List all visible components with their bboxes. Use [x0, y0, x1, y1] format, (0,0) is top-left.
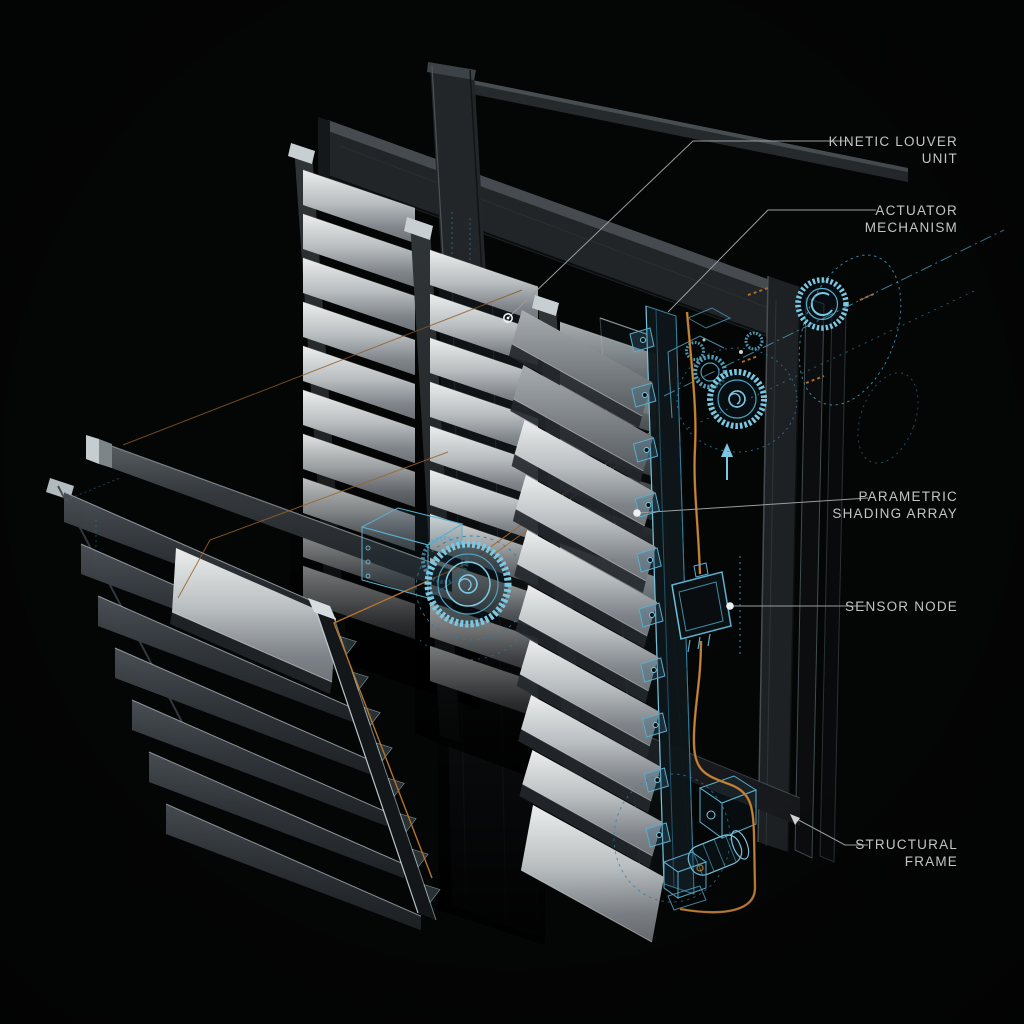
- label-parametric-shading-array-2: SHADING ARRAY: [832, 506, 958, 521]
- leader-line-structural: [792, 816, 868, 846]
- callout-kinetic-louver-unit: KINETIC LOUVER UNIT: [502, 134, 958, 323]
- label-parametric-shading-array-1: PARAMETRIC: [858, 489, 958, 504]
- callout-parametric-shading-array: PARAMETRIC SHADING ARRAY: [633, 489, 958, 521]
- anchor-arrow-structural: [790, 814, 800, 825]
- label-kinetic-louver-unit-2: UNIT: [922, 151, 958, 166]
- callout-sensor-node: SENSOR NODE: [726, 599, 958, 614]
- callout-structural-frame: STRUCTURAL FRAME: [790, 814, 958, 869]
- label-structural-frame-2: FRAME: [905, 854, 958, 869]
- label-actuator-mechanism-1: ACTUATOR: [875, 203, 958, 218]
- label-structural-frame-1: STRUCTURAL: [855, 837, 958, 852]
- annotation-layer: KINETIC LOUVER UNIT ACTUATOR MECHANISM P…: [502, 134, 958, 869]
- anchor-dot-kinetic: [502, 312, 513, 323]
- leader-line-kinetic: [507, 140, 848, 319]
- anchor-dot-sensor: [726, 602, 734, 610]
- leader-line-parametric: [636, 497, 869, 514]
- label-actuator-mechanism-2: MECHANISM: [865, 220, 958, 235]
- leader-line-actuator: [667, 209, 876, 313]
- label-kinetic-louver-unit-1: KINETIC LOUVER: [829, 134, 958, 149]
- label-sensor-node: SENSOR NODE: [845, 599, 958, 614]
- anchor-dot-kinetic-core: [506, 316, 510, 320]
- anchor-dot-parametric: [633, 509, 641, 517]
- callout-actuator-mechanism: ACTUATOR MECHANISM: [667, 203, 958, 313]
